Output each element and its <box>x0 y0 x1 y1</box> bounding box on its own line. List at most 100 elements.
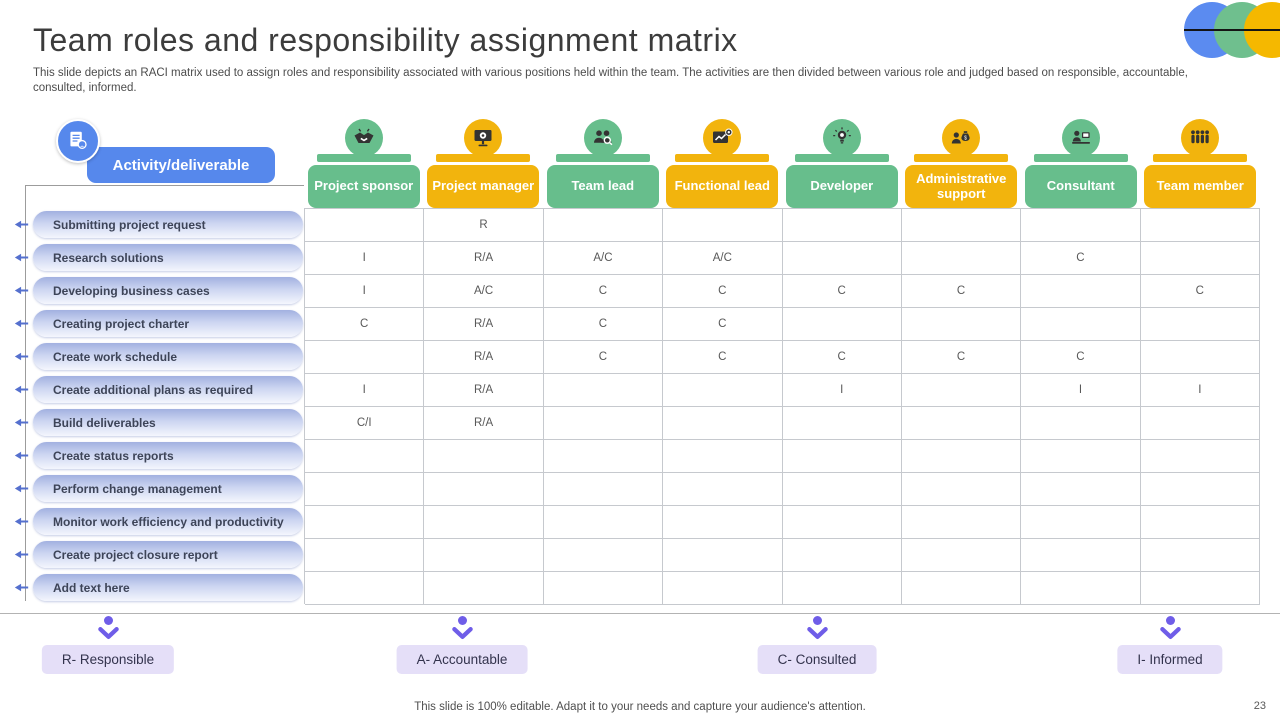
raci-cell[interactable] <box>663 407 783 440</box>
raci-cell[interactable]: C/I <box>305 407 425 440</box>
raci-cell[interactable] <box>543 374 664 407</box>
raci-cell[interactable] <box>1140 308 1260 341</box>
raci-cell[interactable] <box>1021 473 1141 506</box>
raci-cell[interactable] <box>305 440 425 473</box>
raci-cell[interactable] <box>424 506 544 539</box>
raci-cell[interactable] <box>782 473 902 506</box>
column-header-project-sponsor[interactable]: Project sponsor <box>307 165 420 208</box>
column-header-functional-lead[interactable]: Functional lead <box>666 165 779 208</box>
raci-cell[interactable]: R <box>424 209 544 242</box>
raci-cell[interactable] <box>901 242 1022 275</box>
activity-pill[interactable]: Submitting project request <box>33 211 303 238</box>
raci-cell[interactable] <box>305 539 425 572</box>
raci-cell[interactable] <box>901 209 1022 242</box>
raci-cell[interactable] <box>901 473 1022 506</box>
raci-cell[interactable]: C <box>543 341 664 374</box>
activity-pill[interactable]: Developing business cases <box>33 277 303 304</box>
raci-cell[interactable] <box>663 209 783 242</box>
raci-cell[interactable] <box>424 539 544 572</box>
raci-cell[interactable] <box>663 572 783 605</box>
column-header-team-member[interactable]: Team member <box>1144 165 1257 208</box>
raci-cell[interactable] <box>543 440 664 473</box>
raci-cell[interactable] <box>305 506 425 539</box>
activity-pill[interactable]: Build deliverables <box>33 409 303 436</box>
raci-cell[interactable] <box>782 308 902 341</box>
raci-cell[interactable] <box>901 572 1022 605</box>
raci-cell[interactable]: A/C <box>663 242 783 275</box>
raci-cell[interactable]: I <box>1140 374 1260 407</box>
raci-cell[interactable] <box>543 506 664 539</box>
raci-cell[interactable] <box>1140 539 1260 572</box>
raci-cell[interactable]: A/C <box>424 275 544 308</box>
raci-cell[interactable] <box>663 440 783 473</box>
raci-cell[interactable]: C <box>1140 275 1260 308</box>
raci-cell[interactable] <box>901 440 1022 473</box>
raci-cell[interactable]: C <box>782 275 902 308</box>
legend-item[interactable]: C- Consulted <box>757 645 877 674</box>
raci-cell[interactable] <box>782 539 902 572</box>
column-header-administrative-support[interactable]: Administrative support <box>905 165 1018 208</box>
raci-cell[interactable] <box>1021 209 1141 242</box>
raci-cell[interactable]: R/A <box>424 407 544 440</box>
raci-cell[interactable] <box>1021 440 1141 473</box>
activity-pill[interactable]: Create work schedule <box>33 343 303 370</box>
column-header-team-lead[interactable]: Team lead <box>546 165 659 208</box>
raci-cell[interactable]: C <box>1021 242 1141 275</box>
raci-cell[interactable]: C <box>901 341 1022 374</box>
raci-cell[interactable] <box>1140 407 1260 440</box>
raci-cell[interactable] <box>424 572 544 605</box>
raci-cell[interactable]: I <box>1021 374 1141 407</box>
activity-deliverable-header[interactable]: Activity/deliverable <box>87 147 275 183</box>
raci-cell[interactable] <box>305 572 425 605</box>
raci-cell[interactable] <box>782 242 902 275</box>
raci-cell[interactable] <box>1021 572 1141 605</box>
activity-pill[interactable]: Create project closure report <box>33 541 303 568</box>
raci-cell[interactable] <box>1021 275 1141 308</box>
raci-cell[interactable]: I <box>305 242 425 275</box>
raci-cell[interactable] <box>782 209 902 242</box>
raci-cell[interactable]: I <box>305 374 425 407</box>
legend-item[interactable]: R- Responsible <box>41 645 175 674</box>
raci-cell[interactable] <box>663 374 783 407</box>
activity-pill[interactable]: Create additional plans as required <box>33 376 303 403</box>
raci-cell[interactable] <box>305 473 425 506</box>
raci-cell[interactable] <box>901 374 1022 407</box>
activity-pill[interactable]: Creating project charter <box>33 310 303 337</box>
raci-cell[interactable] <box>1021 308 1141 341</box>
activity-pill[interactable]: Research solutions <box>33 244 303 271</box>
raci-cell[interactable] <box>424 473 544 506</box>
activity-pill[interactable]: Perform change management <box>33 475 303 502</box>
raci-cell[interactable]: C <box>663 308 783 341</box>
raci-cell[interactable]: A/C <box>543 242 664 275</box>
raci-cell[interactable]: C <box>1021 341 1141 374</box>
raci-cell[interactable]: R/A <box>424 341 544 374</box>
raci-cell[interactable] <box>901 407 1022 440</box>
raci-cell[interactable] <box>1140 506 1260 539</box>
raci-cell[interactable] <box>663 506 783 539</box>
raci-cell[interactable] <box>1140 473 1260 506</box>
activity-pill[interactable]: Monitor work efficiency and productivity <box>33 508 303 535</box>
raci-cell[interactable] <box>1140 572 1260 605</box>
raci-cell[interactable] <box>305 209 425 242</box>
raci-cell[interactable] <box>543 209 664 242</box>
raci-cell[interactable] <box>663 539 783 572</box>
activity-pill[interactable]: Add text here <box>33 574 303 601</box>
raci-cell[interactable] <box>543 407 664 440</box>
raci-cell[interactable]: C <box>663 275 783 308</box>
column-header-project-manager[interactable]: Project manager <box>427 165 540 208</box>
raci-cell[interactable]: C <box>543 275 664 308</box>
raci-cell[interactable] <box>663 473 783 506</box>
raci-cell[interactable] <box>1021 506 1141 539</box>
raci-cell[interactable]: I <box>782 374 902 407</box>
raci-cell[interactable]: C <box>543 308 664 341</box>
legend-item[interactable]: A- Accountable <box>396 645 528 674</box>
raci-cell[interactable] <box>543 473 664 506</box>
raci-cell[interactable] <box>1140 242 1260 275</box>
raci-cell[interactable] <box>1140 341 1260 374</box>
raci-cell[interactable] <box>782 572 902 605</box>
raci-cell[interactable] <box>782 407 902 440</box>
raci-cell[interactable] <box>782 506 902 539</box>
raci-cell[interactable] <box>1140 440 1260 473</box>
raci-cell[interactable]: C <box>663 341 783 374</box>
raci-cell[interactable] <box>305 341 425 374</box>
